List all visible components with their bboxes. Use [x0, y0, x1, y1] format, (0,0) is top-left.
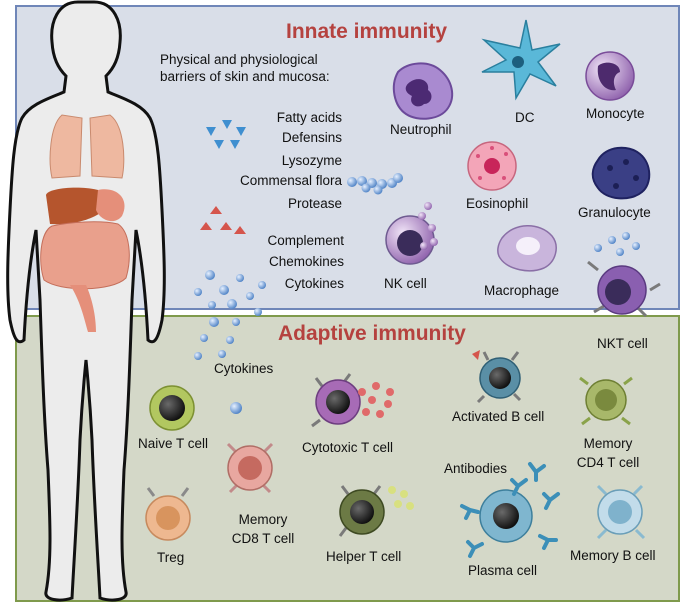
nk-cell-label: NK cell	[384, 276, 427, 291]
molecule-label: Complement	[267, 233, 344, 248]
cytokines-label: Cytokines	[214, 361, 274, 376]
memory-b-cell-icon	[596, 484, 646, 540]
molecule-label: Chemokines	[268, 254, 344, 269]
cytotoxic-t-cell-icon	[311, 373, 394, 428]
memory-cd4-label-line2: CD4 T cell	[576, 455, 640, 470]
nkt-cell-icon	[587, 232, 661, 318]
dc-label: DC	[515, 110, 535, 125]
molecule-label: Lysozyme	[281, 153, 342, 168]
molecule-label: Defensins	[281, 130, 342, 145]
plasma-cell-label: Plasma cell	[468, 563, 538, 578]
digestive-organs-icon	[40, 187, 130, 332]
cytotoxic-t-cell-label: Cytotoxic T cell	[302, 440, 394, 455]
plasma-cell-icon	[479, 489, 533, 543]
granulocyte-label: Granulocyte	[578, 205, 651, 220]
treg-icon	[145, 487, 191, 541]
barriers-label-line1: Physical and physiological	[160, 52, 318, 67]
nk-cell-icon	[385, 202, 438, 265]
barriers-label-line2: barriers of skin and mucosa:	[160, 69, 330, 84]
helper-t-cell-icon	[338, 485, 414, 537]
molecule-label: Commensal flora	[239, 173, 342, 188]
memory-cd4-t-cell-icon	[579, 376, 633, 426]
memory-cd8-t-cell-icon	[226, 442, 274, 494]
neutrophil-icon	[392, 62, 454, 120]
eosinophil-icon	[467, 141, 517, 191]
memory-cd8-label-line2: CD8 T cell	[231, 531, 295, 546]
macrophage-icon	[497, 225, 557, 272]
granulocyte-icon	[591, 146, 651, 200]
commensal-flora-icon	[347, 173, 403, 195]
memory-cd8-label-line1: Memory	[238, 512, 288, 527]
molecule-label: Fatty acids	[276, 110, 342, 125]
defensin-triangles-icon	[206, 120, 246, 149]
molecule-label: Cytokines	[284, 276, 344, 291]
activated-b-cell-label: Activated B cell	[452, 409, 545, 424]
human-body-illustration	[6, 0, 166, 602]
protease-triangles-icon	[200, 206, 246, 234]
nkt-cell-label: NKT cell	[597, 336, 648, 351]
molecule-label: Protease	[287, 196, 342, 211]
memory-cd4-label-line1: Memory	[583, 436, 633, 451]
dendritic-cell-icon	[481, 19, 561, 101]
memory-b-cell-label: Memory B cell	[570, 548, 656, 563]
antibodies-icon	[460, 462, 560, 558]
lungs-icon	[49, 114, 125, 179]
activated-b-cell-icon	[472, 350, 522, 404]
helper-t-cell-label: Helper T cell	[326, 549, 402, 564]
cytokine-dots-icon	[194, 270, 266, 414]
monocyte-icon	[585, 51, 635, 101]
naive-t-cell-label: Naive T cell	[138, 436, 209, 451]
monocyte-label: Monocyte	[586, 106, 645, 121]
eosinophil-label: Eosinophil	[466, 196, 529, 211]
adaptive-immunity-title: Adaptive immunity	[278, 322, 466, 345]
innate-immunity-title: Innate immunity	[286, 20, 448, 43]
antibodies-label: Antibodies	[444, 461, 508, 476]
macrophage-label: Macrophage	[484, 283, 560, 298]
neutrophil-label: Neutrophil	[390, 122, 452, 137]
treg-label: Treg	[157, 550, 185, 565]
naive-t-cell-icon	[149, 385, 195, 431]
